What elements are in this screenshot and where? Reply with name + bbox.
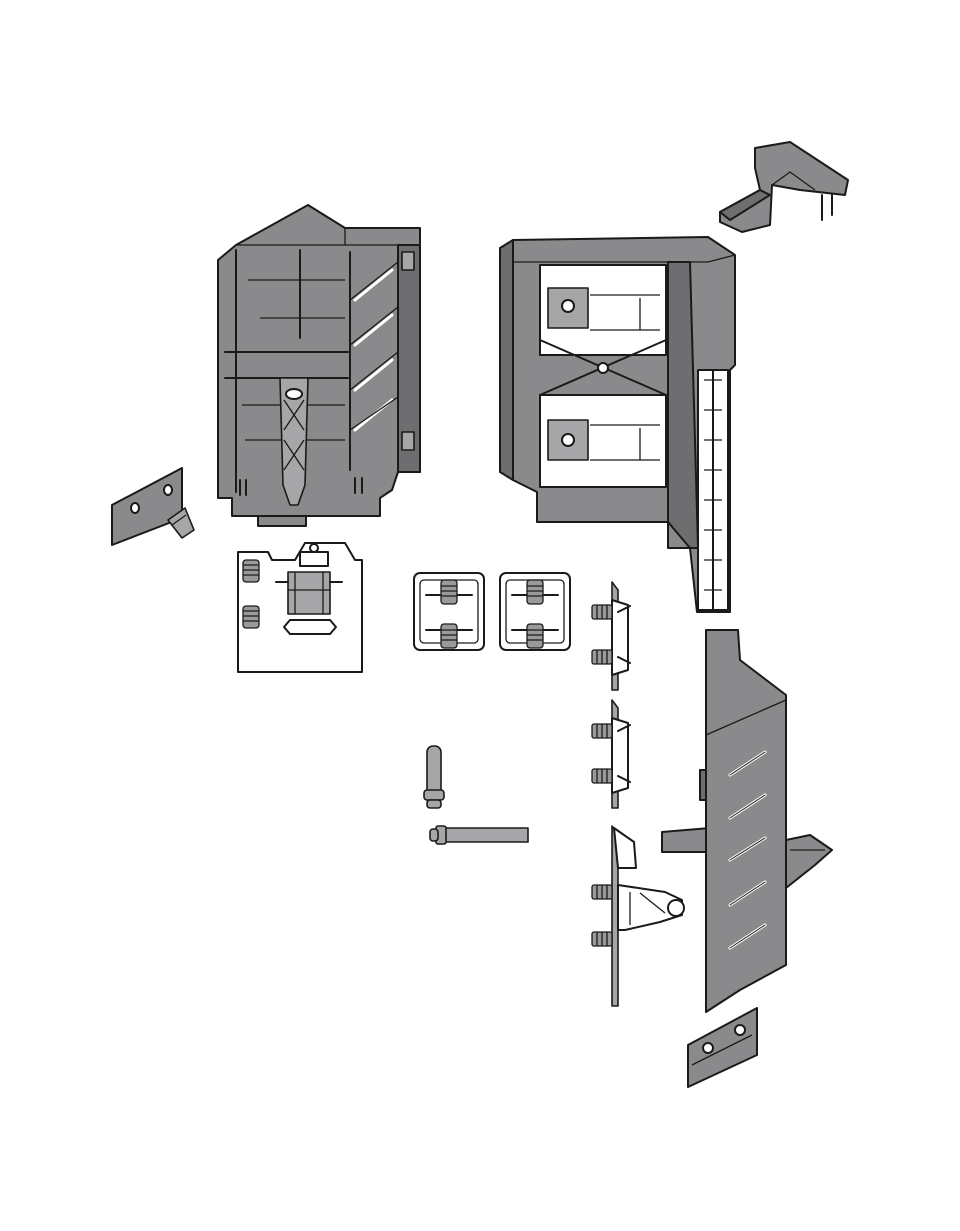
base-plate-with-screws xyxy=(237,542,363,673)
rail-connector-1 xyxy=(591,581,631,691)
top-bracket xyxy=(719,141,849,233)
rail-connector-with-hinge xyxy=(591,825,685,1007)
dowel-pin-vertical xyxy=(423,745,445,809)
rail-connector-2 xyxy=(591,699,631,809)
long-side-panel xyxy=(661,629,833,1013)
left-mounting-plate xyxy=(111,467,195,546)
adapter-clip-1 xyxy=(413,572,485,651)
adapter-clip-2 xyxy=(499,572,571,651)
dowel-pin-horizontal xyxy=(429,825,529,845)
left-corner-housing xyxy=(217,204,421,527)
right-corner-housing xyxy=(499,236,736,613)
bottom-mounting-plate xyxy=(687,1007,758,1088)
